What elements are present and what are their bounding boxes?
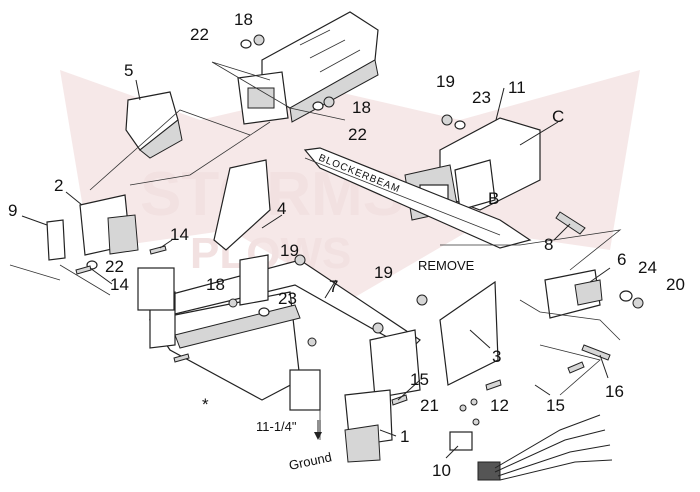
part-10-harness	[449, 414, 613, 481]
part-1-bracket	[344, 389, 393, 463]
callout-21: 21	[420, 396, 439, 415]
callout-19-mid: 19	[280, 241, 299, 260]
part-4-plate	[213, 159, 271, 251]
callout-3: 3	[492, 347, 501, 366]
part-9-plate	[46, 219, 66, 261]
callout-1: 1	[400, 427, 409, 446]
frame-rail	[261, 11, 379, 123]
callout-14-lower: 14	[110, 275, 129, 294]
callout-22-mid: 22	[348, 125, 367, 144]
callout-C: C	[552, 107, 564, 126]
callout-24: 24	[638, 258, 657, 277]
callout-22-left: 22	[105, 257, 124, 276]
callout-10: 10	[432, 461, 451, 480]
callout-18-mid: 18	[352, 98, 371, 117]
ground-label: Ground	[288, 449, 334, 473]
callout-14-upper: 14	[170, 225, 189, 244]
callout-7: 7	[329, 277, 338, 296]
callout-15-right: 15	[546, 396, 565, 415]
callout-asterisk: *	[202, 395, 209, 414]
callout-23-lower: 23	[278, 289, 297, 308]
callout-18-top: 18	[234, 10, 253, 29]
leader-lines	[21, 79, 611, 459]
guide-lines	[9, 61, 622, 440]
callout-18-lower: 18	[206, 275, 225, 294]
dimension-arrowhead	[314, 432, 322, 440]
push-frame-assembly	[137, 254, 421, 411]
callout-6: 6	[617, 250, 626, 269]
callout-23-top: 23	[472, 88, 491, 107]
callout-22-top: 22	[190, 25, 209, 44]
callout-20: 20	[666, 275, 685, 294]
part-6-bracket	[544, 269, 603, 319]
callout-8: 8	[544, 235, 553, 254]
remove-label: REMOVE	[418, 258, 475, 273]
callout-5: 5	[124, 61, 133, 80]
callout-11: 11	[508, 78, 526, 97]
callout-15-left: 15	[410, 370, 429, 389]
callout-4: 4	[277, 199, 286, 218]
callout-19-right: 19	[374, 263, 393, 282]
part-3-plate	[439, 280, 499, 386]
callout-16: 16	[605, 382, 624, 401]
hardware	[75, 34, 644, 426]
callout-19-top: 19	[436, 72, 455, 91]
part-5-bracket	[125, 91, 183, 159]
callout-9: 9	[8, 201, 17, 220]
part-8-pin	[555, 211, 586, 235]
part-2-bracket	[79, 194, 139, 256]
callout-12: 12	[490, 396, 509, 415]
frame-mount-plate	[237, 71, 289, 125]
callouts: 18 22 5 18 22 19 23 11 C 2 9 4 14 B 8 22…	[8, 10, 685, 480]
callout-2: 2	[54, 176, 63, 195]
callout-B: B	[488, 189, 499, 208]
dimension-label: 11-1/4"	[256, 419, 297, 434]
